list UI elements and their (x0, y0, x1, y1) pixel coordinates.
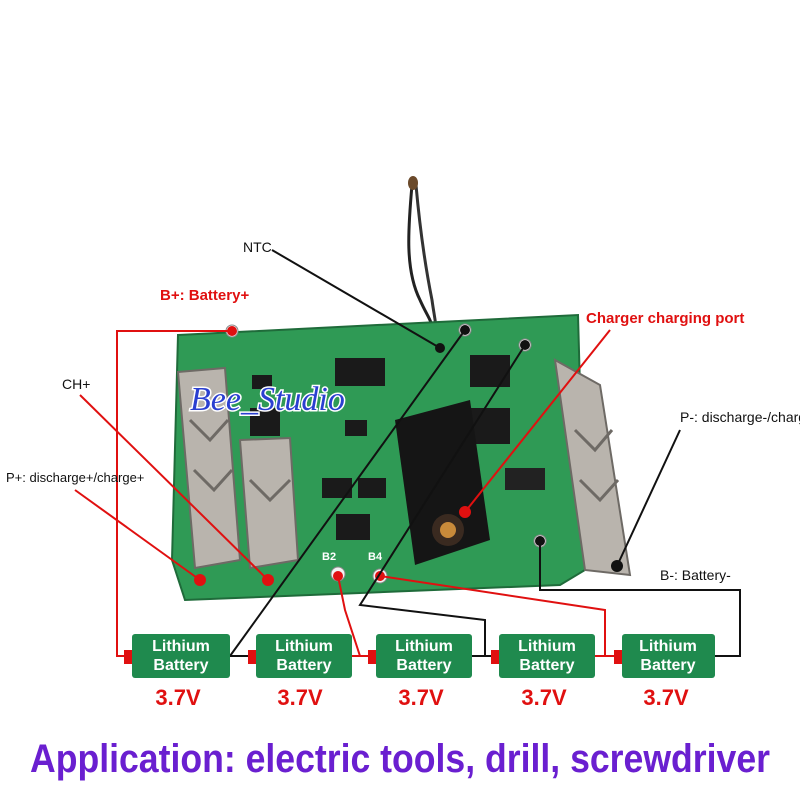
ntc-wire (407, 184, 434, 331)
battery-4-line2: Battery (519, 657, 574, 674)
charger-port-label: Charger charging port (586, 310, 744, 327)
battery-1-voltage: 3.7V (155, 685, 201, 710)
small-chip-1 (322, 478, 352, 498)
ch-plus-label: CH+ (62, 376, 90, 392)
battery-4: Lithium Battery 3.7V (491, 634, 595, 710)
p-minus-dot (611, 560, 623, 572)
p-minus-callout-line (616, 429, 681, 567)
terminal-ch-plus (238, 436, 300, 570)
wire-b-minus (539, 541, 741, 657)
b-minus-label: B-: Battery- (660, 567, 731, 583)
battery-3-line1: Lithium (395, 638, 453, 655)
pcb-board (170, 313, 632, 602)
small-component (345, 420, 367, 436)
battery-5: Lithium Battery 3.7V (614, 634, 715, 710)
pad-label-b4: B4 (368, 551, 383, 563)
battery-1-line2: Battery (153, 657, 208, 674)
ntc-wire-2 (414, 184, 438, 331)
p-plus-dot (194, 574, 206, 586)
wire-b1 (229, 329, 466, 657)
p-plus-callout-line (74, 489, 201, 581)
charger-dot (459, 506, 471, 518)
small-chip-2 (358, 478, 386, 498)
ch-plus-dot (262, 574, 274, 586)
battery-5-line1: Lithium (639, 638, 697, 655)
resistor (505, 468, 545, 490)
p-plus-label: P+: discharge+/charge+ (6, 470, 144, 485)
battery-1: Lithium Battery 3.7V (124, 634, 230, 710)
terminal-p-minus (553, 358, 632, 577)
p-minus-label: P-: discharge-/charge- (680, 409, 800, 425)
battery-5-line2: Battery (640, 657, 695, 674)
battery-2-line1: Lithium (275, 638, 333, 655)
ch-plus-callout-line (79, 394, 269, 581)
battery-3: Lithium Battery 3.7V (368, 634, 472, 710)
mosfet-1 (470, 355, 510, 387)
ntc-sensor-tip (408, 176, 418, 190)
small-component-2 (252, 375, 272, 389)
battery-3-voltage: 3.7V (398, 685, 444, 710)
battery-2-line2: Battery (276, 657, 331, 674)
battery-2: Lithium Battery 3.7V (248, 634, 352, 710)
battery-1-line1: Lithium (152, 638, 210, 655)
battery-2-voltage: 3.7V (277, 685, 323, 710)
mosfet-3 (250, 408, 280, 436)
watermark: Bee_Studio (190, 381, 345, 418)
small-chip-3 (336, 514, 370, 540)
ntc-callout-line (271, 249, 441, 349)
wire-b-plus (116, 330, 232, 657)
mosfet-2 (470, 408, 510, 444)
application-caption: Application: electric tools, drill, scre… (30, 737, 770, 781)
battery-4-voltage: 3.7V (521, 685, 567, 710)
ntc-dot (435, 343, 445, 353)
b-plus-label: B+: Battery+ (160, 287, 249, 304)
ntc-label: NTC (243, 239, 272, 255)
watermark-outline: Bee_Studio (190, 381, 345, 418)
charger-callout-line (464, 329, 611, 513)
battery-3-line2: Battery (396, 657, 451, 674)
battery-5-voltage: 3.7V (643, 685, 689, 710)
battery-4-line1: Lithium (518, 638, 576, 655)
terminal-p-plus (176, 366, 242, 570)
pad-label-b2: B2 (322, 551, 336, 563)
dc-charging-jack (395, 400, 490, 565)
ic-chip (335, 358, 385, 386)
